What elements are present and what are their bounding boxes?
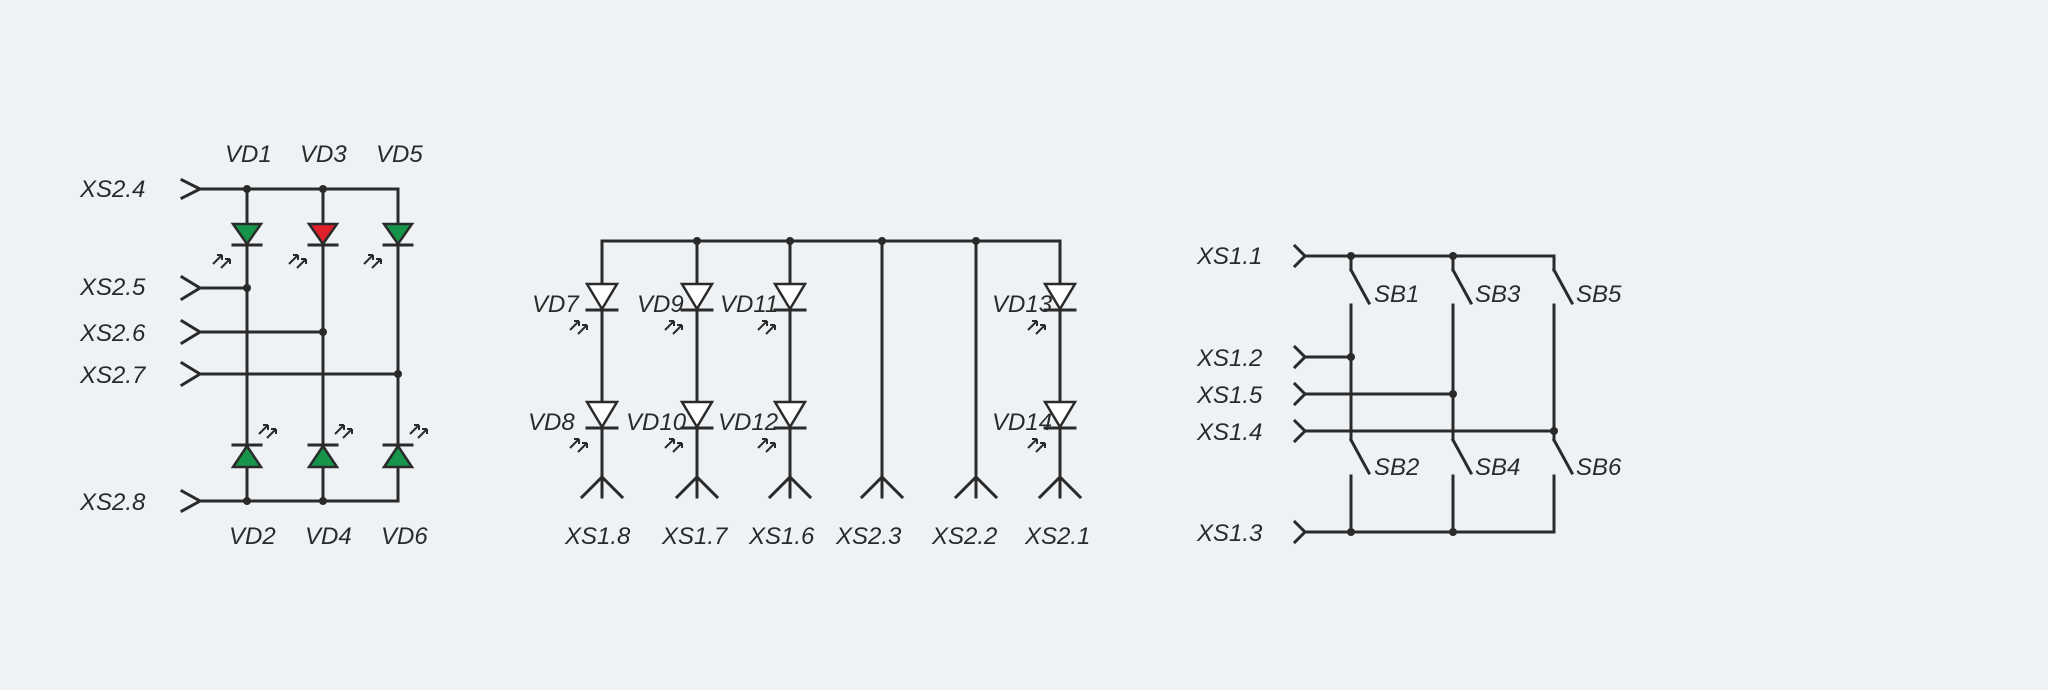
connector-label: XS2.2: [931, 523, 997, 550]
diode-label: VD7: [532, 291, 580, 318]
connector-label: XS2.3: [835, 523, 902, 550]
connector-label: XS2.8: [79, 489, 146, 516]
led-matrix-wiring: [179, 177, 400, 514]
junction-dot: [1449, 252, 1457, 260]
diode-vd13: [1027, 282, 1078, 335]
switch-sb1-contact: [1348, 267, 1372, 306]
diode-vd10: [664, 400, 715, 453]
junction-dot: [1449, 390, 1457, 398]
led-matrix-block: XS2.4 XS2.5 XS2.6 XS2.7 XS2.8 VD1 VD3 VD…: [79, 141, 428, 550]
junction-dot: [1347, 353, 1355, 361]
connector-label: XS2.4: [79, 176, 145, 203]
switch-label: SB5: [1576, 281, 1622, 308]
switch-sb6-contact: [1551, 437, 1575, 476]
junction-dot: [243, 497, 251, 505]
switch-label: SB1: [1374, 281, 1419, 308]
junction-dot: [878, 237, 886, 245]
junction-dot: [786, 237, 794, 245]
connector-label: XS1.7: [661, 523, 729, 550]
diode-vd11: [757, 282, 808, 335]
junction-dot: [972, 237, 980, 245]
connector-label: XS1.2: [1196, 345, 1262, 372]
junction-dot: [1449, 528, 1457, 536]
connector-label: XS1.1: [1196, 243, 1262, 270]
diode-label: VD12: [718, 409, 778, 436]
diode-label: VD8: [528, 409, 575, 436]
connector-label: XS1.6: [748, 523, 815, 550]
junction-dot: [243, 185, 251, 193]
led-label: VD3: [300, 141, 347, 168]
led-label: VD4: [305, 523, 352, 550]
connector-label: XS1.8: [564, 523, 631, 550]
diode-label: VD11: [720, 291, 778, 318]
diode-label: VD9: [637, 291, 684, 318]
switch-sb5-contact: [1551, 267, 1575, 306]
switch-sb2-contact: [1348, 437, 1372, 476]
switch-matrix-wiring: [1292, 243, 1556, 545]
connector-label: XS2.1: [1024, 523, 1090, 550]
led-vd1: [212, 222, 264, 269]
diode-label: VD13: [992, 291, 1053, 318]
diode-vd12: [757, 400, 808, 453]
connector-label: XS2.5: [79, 274, 146, 301]
diode-label: VD14: [992, 409, 1052, 436]
switch-sb3-contact: [1450, 267, 1474, 306]
junction-dot: [243, 284, 251, 292]
diode-vd7: [569, 282, 620, 335]
junction-dot: [319, 185, 327, 193]
led-vd6: [381, 424, 428, 469]
diode-label: VD10: [626, 409, 687, 436]
switch-sb4-contact: [1450, 437, 1474, 476]
switch-label: SB3: [1475, 281, 1521, 308]
led-label: VD1: [225, 141, 272, 168]
diode-vd14: [1027, 400, 1078, 453]
switch-label: SB6: [1576, 454, 1622, 481]
connector-label: XS1.4: [1196, 419, 1262, 446]
led-label: VD6: [381, 523, 428, 550]
diode-array-block: VD7 VD9 VD11 VD13 VD8 VD10 VD12 VD14 XS1…: [528, 237, 1090, 550]
switch-label: SB2: [1374, 454, 1419, 481]
connector-label: XS1.5: [1196, 382, 1263, 409]
junction-dot: [1550, 427, 1558, 435]
junction-dot: [394, 370, 402, 378]
diode-vd9: [664, 282, 715, 335]
led-label: VD5: [376, 141, 423, 168]
junction-dot: [319, 497, 327, 505]
led-label: VD2: [229, 523, 276, 550]
junction-dot: [1347, 528, 1355, 536]
led-vd4: [306, 424, 353, 469]
junction-dot: [319, 328, 327, 336]
led-vd5: [363, 222, 415, 269]
junction-dot: [1347, 252, 1355, 260]
connector-label: XS1.3: [1196, 520, 1263, 547]
led-vd3: [288, 222, 340, 269]
switch-matrix-block: XS1.1 XS1.2 XS1.5 XS1.4 XS1.3 SB1 SB3 SB…: [1196, 243, 1622, 547]
junction-dot: [693, 237, 701, 245]
diode-array-wiring: [579, 239, 1083, 500]
led-vd2: [230, 424, 277, 469]
switch-label: SB4: [1475, 454, 1520, 481]
connector-label: XS2.7: [79, 362, 147, 389]
connector-label: XS2.6: [79, 320, 146, 347]
diode-vd8: [569, 400, 620, 453]
